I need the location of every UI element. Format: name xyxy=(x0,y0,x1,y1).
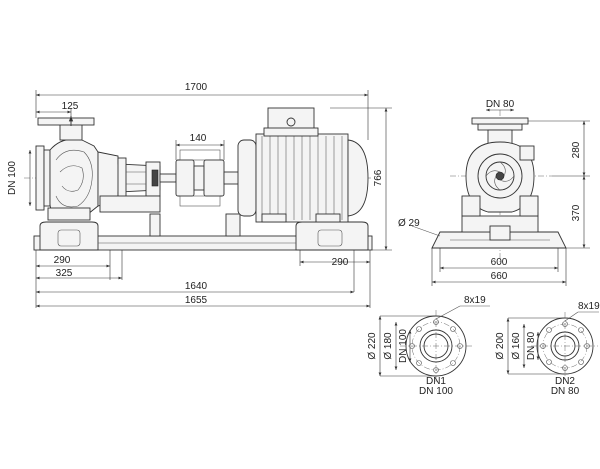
dn2-d200: Ø 200 xyxy=(495,332,506,360)
dim-766-label: 766 xyxy=(373,169,384,186)
dn2-dn80: DN 80 xyxy=(526,331,537,360)
dn1-bolts: 8x19 xyxy=(464,295,486,306)
dim-766: 766 xyxy=(330,107,392,251)
dim-290-left: 290 xyxy=(54,255,71,266)
dim-140-label: 140 xyxy=(190,133,207,144)
dn2-bolts: 8x19 xyxy=(578,301,600,312)
dim-1640: 1640 xyxy=(185,281,208,292)
dim-125: 125 xyxy=(36,101,79,126)
dim-1655: 1655 xyxy=(185,295,208,306)
dim-125-label: 125 xyxy=(62,101,79,112)
dim-1700-label: 1700 xyxy=(185,82,208,93)
flange-dn2: Ø 200 Ø 160 DN 80 8x19 DN2 DN 80 xyxy=(495,301,600,397)
bearing-bracket xyxy=(97,151,161,213)
dn1-d220: Ø 220 xyxy=(367,332,378,360)
dim-140: 140 xyxy=(175,133,225,160)
side-dn80: DN 80 xyxy=(486,99,515,110)
pump-casing xyxy=(35,117,99,221)
dim-base: 290 325 290 1640 1655 xyxy=(35,250,371,308)
side-280: 280 xyxy=(571,141,582,158)
dim-dn100: DN 100 xyxy=(7,150,32,206)
dn2-size: DN 80 xyxy=(551,386,580,397)
dn1-size: DN 100 xyxy=(419,386,453,397)
dn2-d160: Ø 160 xyxy=(511,332,522,360)
side-660: 660 xyxy=(491,271,508,282)
flange-dn1: Ø 220 Ø 180 DN 100 8x19 DN1 DN 100 xyxy=(367,295,490,397)
coupling xyxy=(159,149,241,207)
dn2-name: DN2 xyxy=(555,376,575,387)
dim-290-right: 290 xyxy=(332,257,349,268)
side-600: 600 xyxy=(491,257,508,268)
side-370: 370 xyxy=(571,204,582,221)
side-view: DN 80 280 370 Ø 29 600 660 xyxy=(398,99,590,286)
front-view: 1700 125 140 766 DN 100 xyxy=(7,82,392,308)
dn1-dn100: DN 100 xyxy=(398,329,409,363)
dim-325: 325 xyxy=(56,268,73,279)
base-frame xyxy=(33,213,373,251)
dn100-label: DN 100 xyxy=(7,161,18,195)
dn1-d180: Ø 180 xyxy=(383,332,394,360)
dn1-name: DN1 xyxy=(426,376,446,387)
side-hole-29: Ø 29 xyxy=(398,218,420,229)
motor xyxy=(237,107,369,223)
